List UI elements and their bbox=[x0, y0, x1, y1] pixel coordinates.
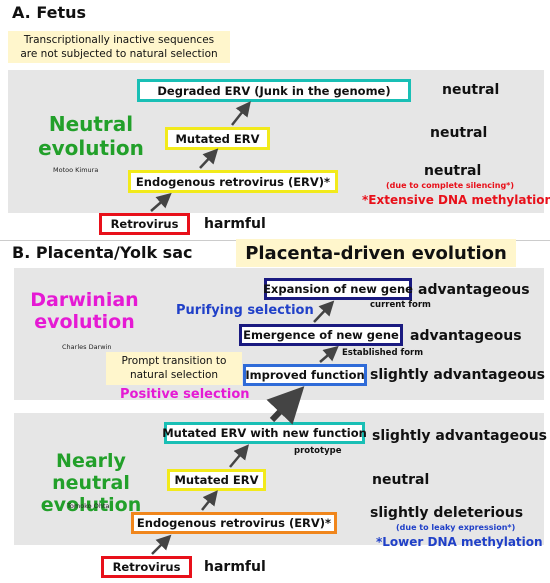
arrow-mutated-to-degraded bbox=[231, 101, 251, 126]
arrow-retrovirus-to-erv-b bbox=[151, 534, 172, 555]
degraded-erv-box: Degraded ERV (Junk in the genome) bbox=[137, 79, 411, 102]
section-b-header: B. Placenta/Yolk sac bbox=[12, 243, 193, 262]
arrow-mutated-to-new-function bbox=[229, 444, 250, 468]
retrovirus-status-b: harmful bbox=[204, 559, 266, 575]
author-kimura: Motoo Kimura bbox=[53, 166, 99, 174]
prompt-line-1: Prompt transition to bbox=[121, 355, 227, 367]
established-form-label: Established form bbox=[342, 348, 424, 358]
erv-box-a: Endogenous retrovirus (ERV)* bbox=[128, 170, 338, 193]
arrow-emergence-to-expansion bbox=[313, 300, 335, 323]
nearly-neutral-title: Nearly neutral evolution bbox=[16, 450, 166, 516]
prompt-transition-note: Prompt transition to natural selection bbox=[106, 352, 242, 385]
arrow-erv-to-mutated-a bbox=[199, 148, 219, 169]
extensive-methylation: *Extensive DNA methylation bbox=[362, 193, 550, 207]
lower-methylation: *Lower DNA methylation bbox=[376, 535, 543, 549]
inactive-sequences-note: Transcriptionally inactive sequences are… bbox=[8, 31, 230, 63]
nearly-theory-line-2: evolution bbox=[40, 494, 142, 516]
retrovirus-box-a: Retrovirus bbox=[99, 213, 190, 235]
emergence-gene-box: Emergence of new gene bbox=[239, 324, 403, 346]
author-ohta: Tomoko Ohta bbox=[67, 502, 110, 510]
mutated-erv-box-b: Mutated ERV bbox=[167, 469, 266, 491]
leaky-expression-note: (due to leaky expression*) bbox=[396, 523, 516, 532]
placenta-evolution-title: Placenta-driven evolution bbox=[236, 239, 516, 267]
nearly-theory-line-1: Nearly neutral bbox=[52, 450, 130, 494]
retrovirus-box-b: Retrovirus bbox=[101, 556, 192, 578]
darwin-theory-line-1: Darwinian bbox=[30, 289, 139, 311]
erv-status-b: slightly deleterious bbox=[370, 505, 524, 521]
darwin-theory-line-2: evolution bbox=[34, 311, 135, 333]
mutated-new-function-box: Mutated ERV with new function bbox=[162, 422, 367, 444]
erv-status-a: neutral bbox=[424, 163, 482, 179]
current-form-label: current form bbox=[370, 300, 431, 310]
arrow-retrovirus-to-erv-a bbox=[150, 192, 172, 212]
arrow-erv-to-mutated-b bbox=[201, 490, 218, 511]
theory-line-1: Neutral bbox=[48, 112, 134, 136]
prototype-label: prototype bbox=[294, 446, 342, 456]
emergence-status: advantageous bbox=[410, 328, 522, 344]
erv-box-b: Endogenous retrovirus (ERV)* bbox=[131, 512, 337, 534]
arrow-improved-to-emergence bbox=[319, 345, 339, 363]
purifying-selection: Purifying selection bbox=[176, 303, 314, 318]
mutated-new-status: slightly advantageous bbox=[372, 428, 547, 444]
expansion-gene-box: Expansion of new gene bbox=[263, 278, 413, 300]
neutral-evolution-title: Neutral evolution bbox=[26, 112, 156, 160]
arrow-transition-big bbox=[266, 386, 305, 425]
mutated-status-b: neutral bbox=[372, 472, 430, 488]
improved-status: slightly advantageous bbox=[370, 367, 545, 383]
note-line-2: are not subjected to natural selection bbox=[20, 48, 218, 60]
darwinian-evolution-title: Darwinian evolution bbox=[22, 289, 147, 333]
positive-selection: Positive selection bbox=[120, 387, 250, 402]
silencing-note: (due to complete silencing*) bbox=[386, 181, 515, 190]
note-line-1: Transcriptionally inactive sequences bbox=[23, 34, 215, 46]
mutated-status-a: neutral bbox=[430, 125, 488, 141]
prompt-line-2: natural selection bbox=[129, 369, 219, 381]
improved-function-box: Improved function bbox=[243, 364, 367, 386]
theory-line-2: evolution bbox=[38, 136, 144, 160]
section-a-header: A. Fetus bbox=[12, 3, 87, 22]
retrovirus-status-a: harmful bbox=[204, 216, 266, 232]
degraded-status: neutral bbox=[442, 82, 500, 98]
expansion-status: advantageous bbox=[418, 282, 530, 298]
author-darwin: Charles Darwin bbox=[62, 343, 112, 351]
